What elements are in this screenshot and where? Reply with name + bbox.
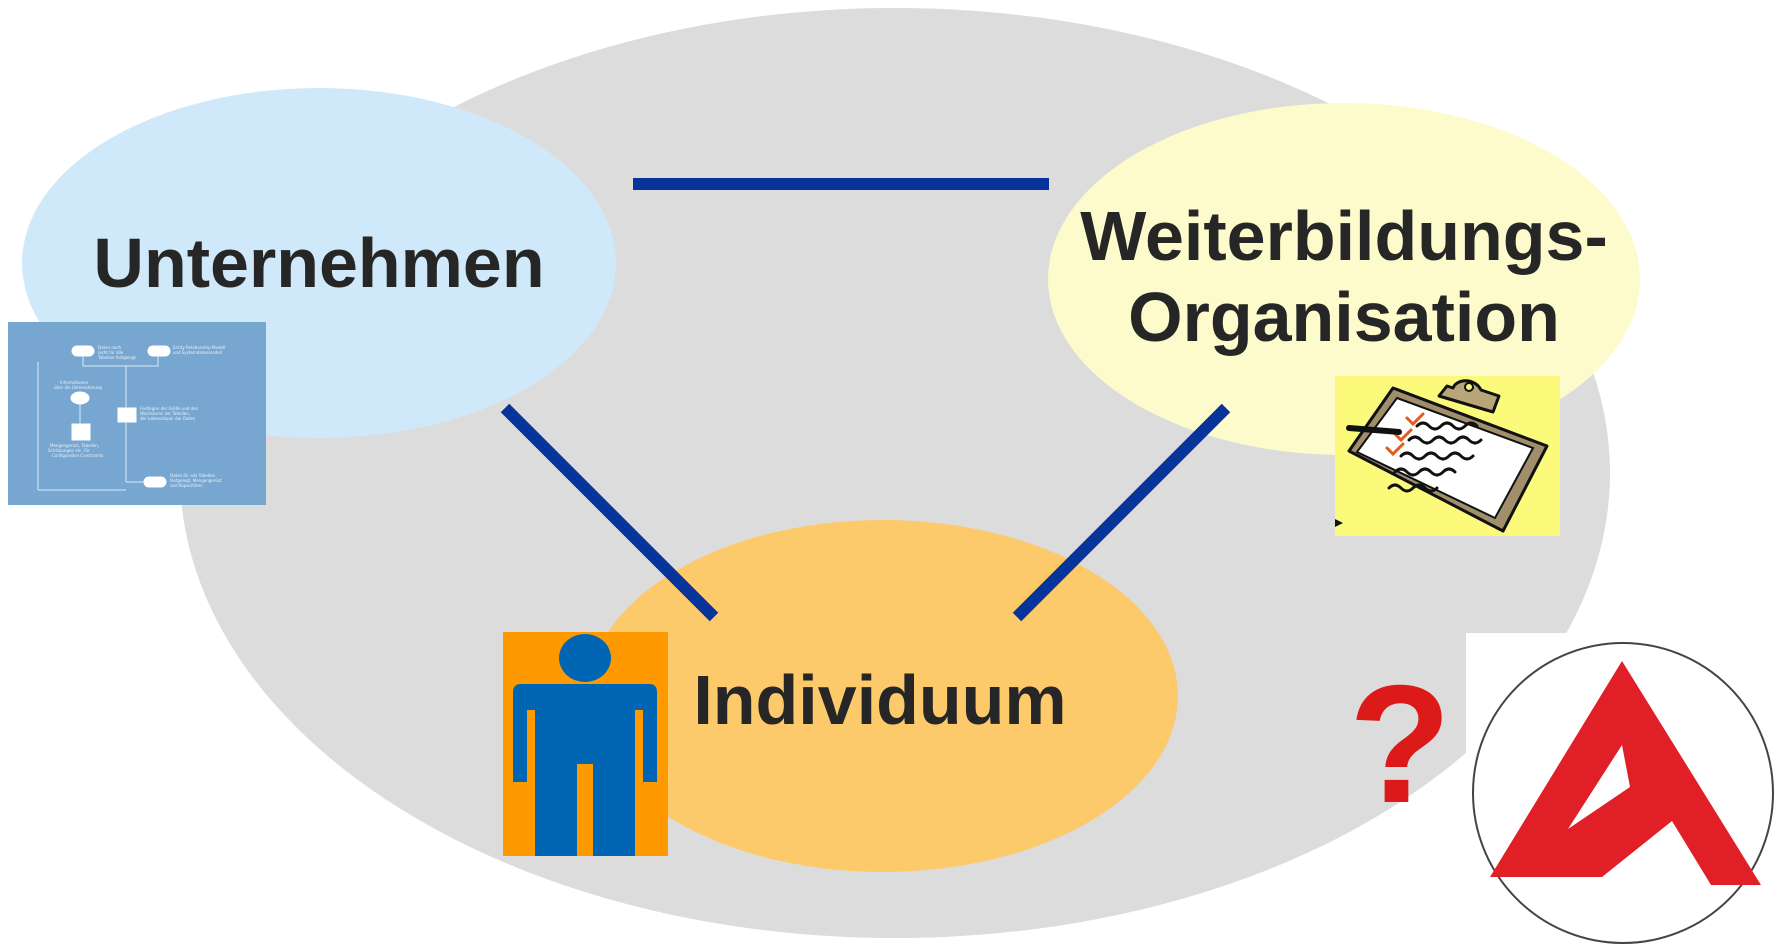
svg-text:und Systemdatenmodell: und Systemdatenmodell (173, 350, 222, 355)
individual-ellipse (588, 520, 1178, 872)
person-icon (503, 632, 668, 856)
svg-text:festgelegt, Mengengerüst: festgelegt, Mengengerüst (170, 478, 222, 483)
svg-text:Mengengerüst, Tabellen,: Mengengerüst, Tabellen, (50, 443, 99, 448)
svg-text:der Lebensdauer der Daten: der Lebensdauer der Daten (140, 416, 196, 421)
svg-text:Configuration Constraints: Configuration Constraints (52, 453, 103, 458)
employment-agency-logo (1466, 633, 1777, 947)
svg-text:Festlegen der Größe und des: Festlegen der Größe und des (140, 406, 198, 411)
company-label: Unternehmen (93, 224, 545, 302)
clipboard-checklist-icon (1335, 376, 1560, 536)
svg-text:Daten für alle Tabellen: Daten für alle Tabellen (170, 473, 216, 478)
svg-text:Wachstums der Tabellen,: Wachstums der Tabellen, (140, 411, 190, 416)
svg-text:Tabellen festgelegt: Tabellen festgelegt (97, 355, 136, 360)
svg-text:Schätzungen etc. für: Schätzungen etc. für (48, 448, 90, 453)
svg-text:Daten noch: Daten noch (98, 345, 122, 350)
svg-text:Informationen: Informationen (60, 380, 89, 385)
question-mark: ? (1348, 650, 1452, 838)
svg-text:nicht für alle: nicht für alle (98, 350, 124, 355)
svg-text:über die Unternehmung: über die Unternehmung (54, 385, 102, 390)
provider-label-line2: Organisation (1128, 277, 1560, 356)
individual-label: Individuum (693, 661, 1067, 739)
connector-company-individual (500, 403, 719, 622)
svg-text:Entity-Relationship-Modell: Entity-Relationship-Modell (173, 345, 225, 350)
connector-provider-individual (1012, 403, 1231, 622)
provider-label-line1: Weiterbildungs- (1080, 197, 1608, 275)
provider-label: Weiterbildungs- Organisation (1040, 196, 1648, 357)
svg-text:und Kapazitäten: und Kapazitäten (170, 483, 203, 488)
flowchart-icon: Daten noch nicht für alle Tabellen festg… (8, 322, 266, 505)
